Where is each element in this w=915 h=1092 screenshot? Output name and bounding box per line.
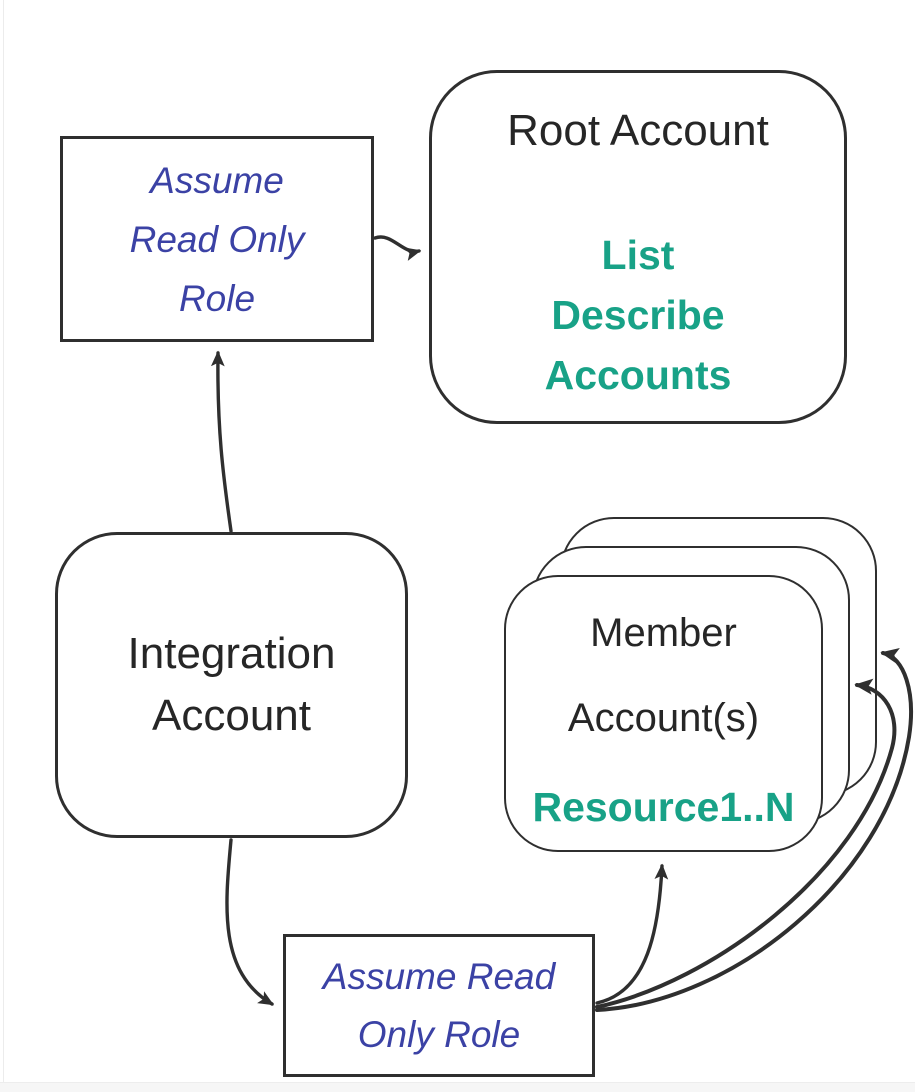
- node-assume-read-only-role-bottom: Assume Read Only Role: [283, 934, 595, 1077]
- role-label-line: Assume Read: [322, 955, 556, 997]
- integration-account-title-line: Account: [152, 691, 311, 740]
- edge-assume-bottom-to-member-front: [595, 863, 669, 1005]
- member-accounts-title-line: Account(s): [567, 696, 760, 740]
- integration-account-title-line: Integration: [127, 629, 336, 678]
- node-integration-account: Integration Account: [55, 532, 408, 838]
- page-edge-bottom: [0, 1082, 915, 1092]
- role-label-line: Assume: [150, 159, 284, 201]
- operation-label: List: [601, 232, 675, 278]
- operation-label: Describe: [551, 292, 725, 338]
- role-label-line: Read Only: [129, 218, 305, 260]
- root-account-operations: List Describe Accounts: [545, 225, 732, 405]
- role-label-line: Only Role: [357, 1013, 521, 1055]
- member-accounts-title-line: Member: [590, 611, 737, 655]
- member-accounts-resources-label: Resource1..N: [532, 784, 795, 830]
- edge-assume-top-to-root: [373, 235, 422, 261]
- node-root-account: Root Account List Describe Accounts: [429, 70, 847, 424]
- page-edge-left: [3, 0, 4, 1082]
- role-label-line: Role: [178, 277, 256, 319]
- node-assume-read-only-role-top: Assume Read Only Role: [60, 136, 374, 342]
- edge-integration-to-assume-bottom: [225, 838, 275, 1006]
- root-account-title: Root Account: [507, 106, 769, 155]
- edge-integration-to-assume-top: [210, 350, 233, 533]
- operation-label: Accounts: [544, 352, 732, 398]
- node-member-accounts: Member Account(s) Resource1..N: [504, 575, 823, 852]
